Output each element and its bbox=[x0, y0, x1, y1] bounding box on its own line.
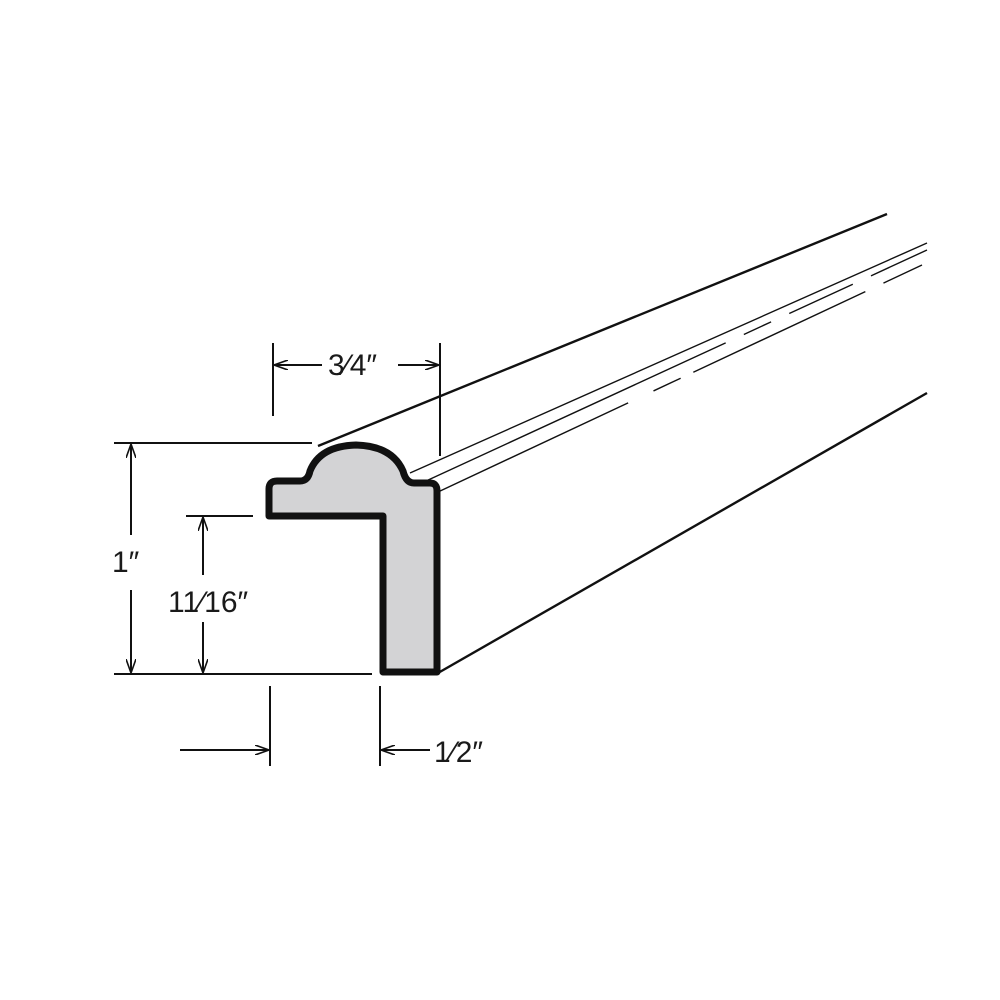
label-leg-width: 1⁄2″ bbox=[434, 736, 483, 769]
label-top-width: 3⁄4″ bbox=[328, 349, 377, 382]
dimension-total-height bbox=[114, 442, 372, 675]
dimension-inner-height bbox=[186, 515, 253, 672]
bottom-edge bbox=[437, 391, 928, 675]
label-inner-height: 11⁄16″ bbox=[168, 586, 249, 619]
top-back-edge bbox=[317, 212, 888, 448]
label-total-height: 1″ bbox=[112, 546, 140, 579]
dimension-leg-width bbox=[180, 686, 430, 766]
moulding-body bbox=[317, 212, 928, 675]
bead-line-3 bbox=[437, 264, 923, 493]
bead-line-2 bbox=[425, 249, 928, 482]
dimension-top-width bbox=[272, 343, 441, 456]
bead-line-1 bbox=[409, 242, 928, 474]
profile-cross-section bbox=[265, 441, 441, 676]
